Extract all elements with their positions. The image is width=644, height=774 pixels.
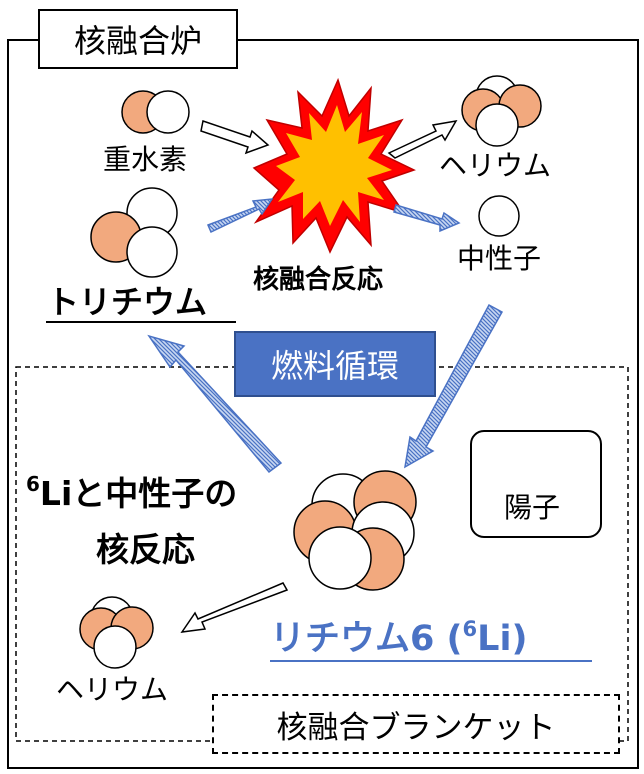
fusion-reaction-label: 核融合反応 — [253, 265, 384, 295]
arrow-neutron-to-lithium — [404, 303, 504, 469]
arrow-lithium-to-helium — [180, 582, 289, 633]
proton-legend-label: 陽子 — [504, 491, 561, 524]
fuel-cycle-text: 燃料循環 — [270, 347, 399, 385]
deuterium-label: 重水素 — [103, 143, 188, 176]
arrow-fusion-to-neutron — [393, 204, 461, 233]
blanket-label-box: 核融合ブランケット — [212, 694, 620, 754]
helium-nucleus-top — [461, 75, 542, 147]
reactor-title: 核融合炉 — [38, 9, 238, 69]
proton-legend: 陽子 — [470, 430, 602, 538]
lithium6-nucleus — [293, 470, 417, 591]
li6-reaction-line1-text: Liと中性子の — [39, 474, 238, 513]
lithium6-label-end: Li) — [477, 619, 528, 659]
tritium-nucleus — [90, 187, 178, 278]
li6-reaction-superscript: 6 — [26, 472, 40, 496]
fusion-explosion-icon — [252, 77, 416, 254]
li6-reaction-line1: 6Liと中性子の — [26, 474, 237, 510]
lithium6-label-superscript: 6 — [462, 617, 478, 641]
deuterium-nucleus — [121, 90, 190, 134]
arrow-tritium-to-fusion — [207, 198, 274, 234]
lithium6-label-main: リチウム6 ( — [270, 619, 463, 659]
arrow-fusion-to-helium — [387, 119, 458, 159]
fuel-cycle-badge: 燃料循環 — [234, 331, 436, 397]
arrow-lithium-to-tritium — [147, 334, 283, 474]
helium-label-top: ヘリウム — [439, 149, 552, 182]
lithium6-label: リチウム6 (6Li) — [270, 619, 527, 657]
reactor-title-text: 核融合炉 — [73, 22, 202, 60]
arrow-deuterium-to-fusion — [200, 120, 270, 155]
tritium-label: トリチウム — [47, 283, 208, 321]
li6-reaction-line2: 核反応 — [96, 530, 195, 569]
reactor-frame — [7, 39, 639, 769]
helium-nucleus-bottom — [79, 596, 154, 669]
helium-label-bottom: ヘリウム — [56, 673, 169, 706]
neutron-label: 中性子 — [457, 242, 542, 275]
blanket-label-text: 核融合ブランケット — [276, 709, 556, 746]
neutron-particle — [478, 195, 520, 237]
